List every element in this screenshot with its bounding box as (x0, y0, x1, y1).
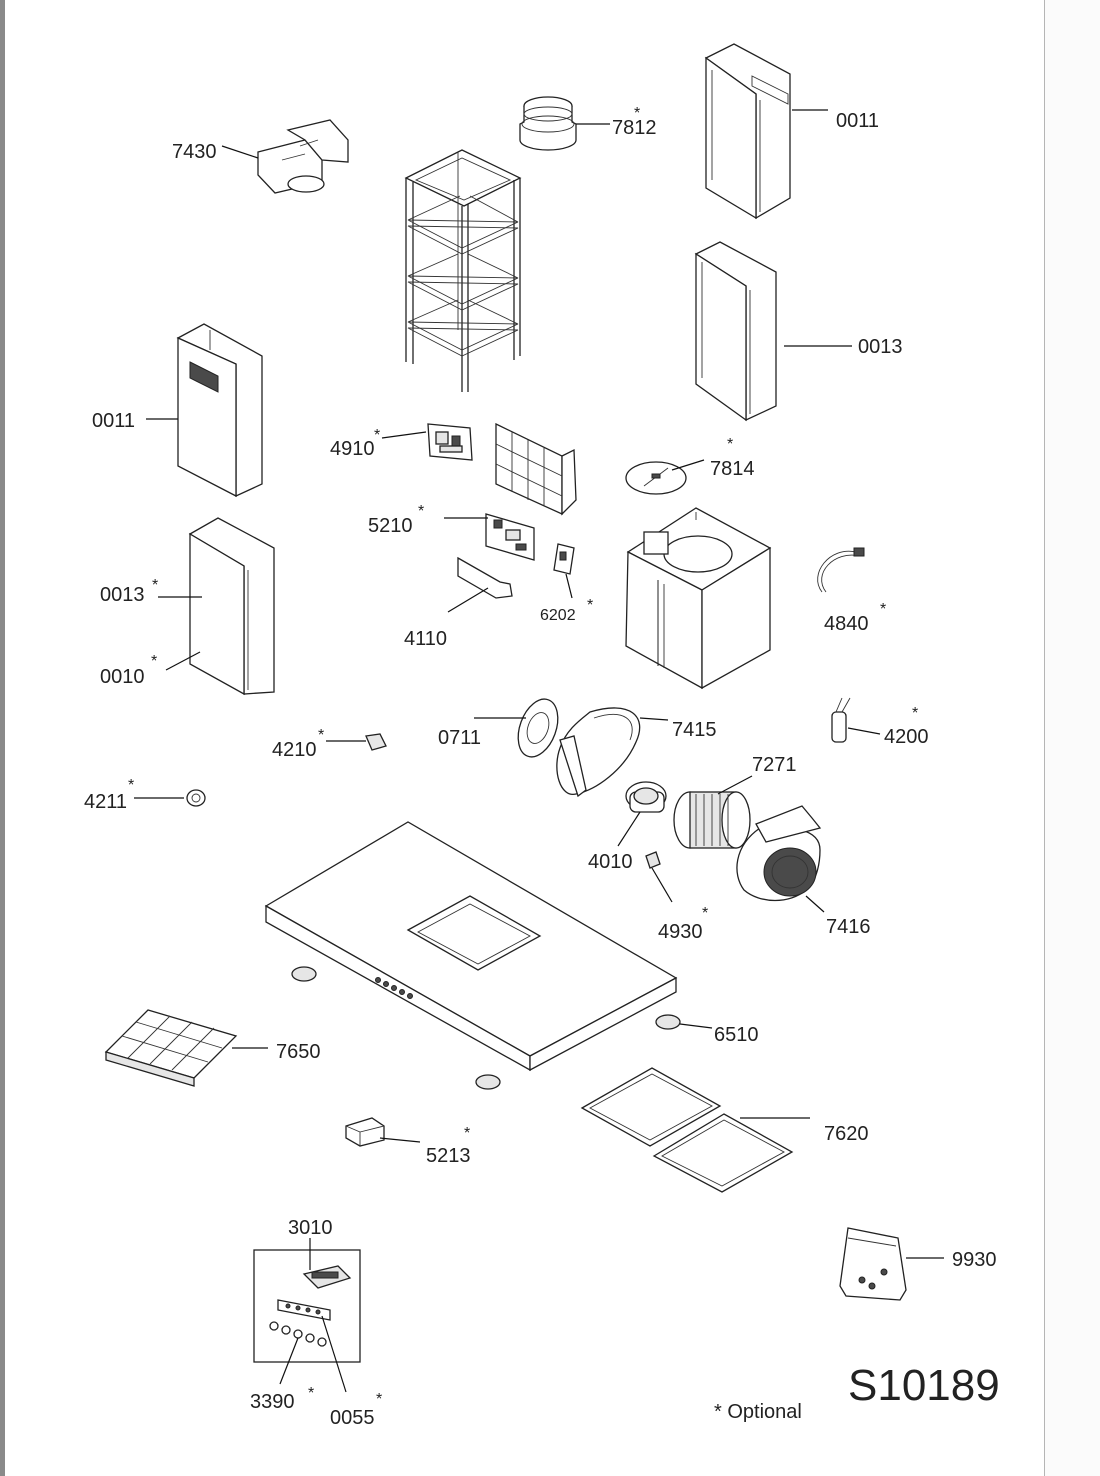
optional-marker-4211: * (128, 777, 134, 794)
label-4211: 4211 (84, 791, 127, 813)
leader-3390 (279, 1337, 299, 1385)
optional-note: * Optional (714, 1401, 802, 1423)
part-7416-scroll-housing (736, 805, 822, 902)
optional-marker-4210: * (318, 727, 324, 744)
label-7620: 7620 (824, 1123, 869, 1145)
label-0013-right: 0013 (858, 336, 903, 358)
label-7271: 7271 (752, 754, 797, 776)
optional-marker-7812: * (634, 105, 640, 122)
part-4110-bracket (457, 556, 513, 599)
part-4010-motor (625, 781, 667, 813)
part-7415-scroll-housing (556, 707, 641, 798)
part-4930-small-part (645, 851, 661, 869)
part-0011-upper-chimney-left (176, 323, 263, 498)
part-6510-lights (291, 966, 681, 1090)
label-4010: 4010 (588, 851, 633, 873)
leader-4200 (847, 727, 881, 735)
part-7812-duct-collar (519, 96, 577, 151)
optional-marker-0055: * (376, 1391, 382, 1408)
part-7430-duct-adapter (257, 119, 349, 194)
label-7650: 7650 (276, 1041, 321, 1063)
label-6202: 6202 (540, 607, 576, 624)
optional-marker-0010: * (151, 653, 157, 670)
part-4910-pcb (427, 423, 473, 461)
part-0013-0010-lower-chimney-left (188, 517, 275, 696)
label-5213: 5213 (426, 1145, 471, 1167)
label-4110: 4110 (404, 628, 447, 650)
part-7620-grease-filters (580, 1067, 794, 1193)
label-0011-right: 0011 (836, 110, 879, 132)
control-box (495, 422, 577, 516)
label-7814: 7814 (710, 458, 755, 480)
part-4210-switch (365, 733, 387, 751)
part-4211-bushing (186, 789, 206, 807)
leader-0055 (321, 1315, 347, 1393)
optional-marker-5213: * (464, 1125, 470, 1142)
label-0055: 0055 (330, 1407, 375, 1429)
label-0013-left: 0013 (100, 584, 145, 606)
motor-housing (625, 507, 772, 690)
label-4210: 4210 (272, 739, 317, 761)
part-7650-carbon-filter (104, 1009, 238, 1087)
part-4840-cable (817, 547, 865, 593)
label-9930: 9930 (952, 1249, 997, 1271)
leader-4930 (651, 867, 673, 903)
leader-7416 (805, 895, 825, 913)
optional-marker-4840: * (880, 601, 886, 618)
leader-6202 (565, 573, 573, 599)
leader-7415 (639, 717, 669, 721)
part-7814-plate (625, 461, 687, 495)
leader-5213 (379, 1137, 421, 1143)
leader-7814 (671, 459, 705, 471)
label-7415: 7415 (672, 719, 717, 741)
leader-7271 (717, 775, 753, 795)
part-6202-module (553, 543, 575, 575)
label-0011-left: 0011 (92, 410, 135, 432)
label-4930: 4930 (658, 921, 703, 943)
label-3390: 3390 (250, 1391, 295, 1413)
label-4840: 4840 (824, 613, 869, 635)
right-page-border (1044, 0, 1045, 1476)
optional-marker-4910: * (374, 427, 380, 444)
label-7812: 7812 (612, 117, 657, 139)
leader-6510 (679, 1023, 713, 1029)
leader-0010 (165, 651, 201, 671)
optional-marker-4930: * (702, 905, 708, 922)
part-4200-capacitor (831, 697, 851, 743)
optional-marker-0013: * (152, 577, 158, 594)
control-panel-kit (253, 1249, 361, 1363)
part-0013-lower-chimney-right (694, 241, 777, 422)
leader-4910 (381, 431, 427, 439)
optional-marker-7814: * (727, 436, 733, 453)
optional-marker-3390: * (308, 1385, 314, 1402)
left-page-border (0, 0, 5, 1476)
label-4200: 4200 (884, 726, 929, 748)
leader-7430 (221, 145, 259, 159)
label-0711: 0711 (438, 727, 481, 749)
part-0711-mounting-plate (517, 698, 559, 758)
part-5213-box (345, 1117, 385, 1147)
part-9930-hardware-bag (839, 1227, 907, 1301)
label-0010: 0010 (100, 666, 145, 688)
label-4910: 4910 (330, 438, 375, 460)
leader-4110 (447, 587, 489, 613)
optional-marker-4200: * (912, 705, 918, 722)
optional-marker-6202: * (587, 597, 593, 614)
hood-canopy (264, 821, 678, 1072)
part-7271-fan-wheel (673, 791, 751, 849)
label-7416: 7416 (826, 916, 871, 938)
label-5210: 5210 (368, 515, 413, 537)
label-7430: 7430 (172, 141, 217, 163)
part-5210-circuit-board (485, 513, 535, 561)
leader-4010 (617, 811, 641, 847)
label-6510: 6510 (714, 1024, 759, 1046)
optional-marker-5210: * (418, 503, 424, 520)
part-0011-upper-chimney-right (704, 43, 791, 220)
right-margin (1045, 0, 1100, 1476)
label-3010: 3010 (288, 1217, 333, 1239)
drawing-code: S10189 (848, 1361, 1000, 1410)
support-frame (404, 149, 522, 392)
